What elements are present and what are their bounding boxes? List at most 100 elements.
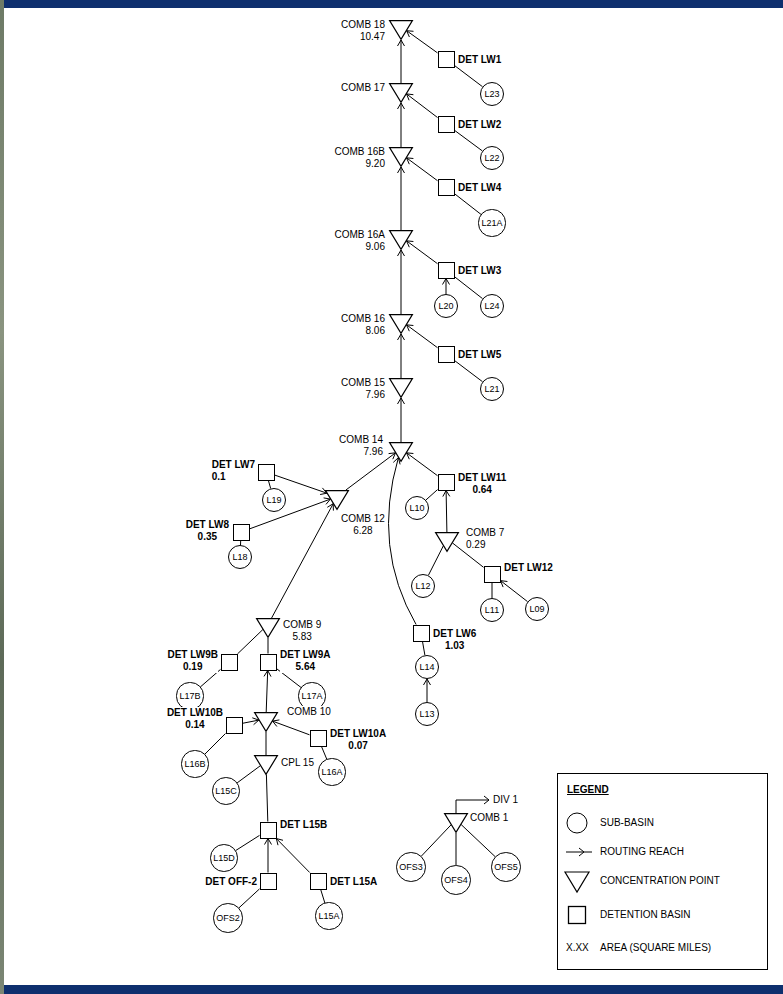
legend-text: AREA (SQUARE MILES)	[600, 942, 711, 954]
node-label-block: DET LW5	[458, 349, 501, 361]
area-value: 9.06	[334, 241, 385, 253]
area-value: 0.19	[167, 661, 218, 673]
node-label-block: DET LW2	[458, 119, 501, 131]
routing-reach	[424, 679, 431, 702]
concentration-point: COMB 1	[444, 813, 468, 833]
sub-basin-name: OFS2	[216, 913, 240, 923]
area-value: 5.64	[280, 661, 331, 673]
sub-basin: L14	[415, 655, 439, 679]
node-name: COMB 10	[287, 706, 331, 718]
node-label-block: COMB 1	[470, 812, 508, 824]
area-value: 0.64	[458, 484, 506, 496]
routing-reach	[461, 825, 495, 857]
sub-basin: L16A	[318, 758, 345, 785]
detention-basin: DET LW80.35	[233, 524, 250, 541]
sub-basin-name: L20	[438, 301, 453, 311]
routing-reach	[398, 250, 405, 314]
legend-text: CONCENTRATION POINT	[600, 875, 720, 887]
node-name: COMB 14	[339, 434, 383, 446]
node-label-block: DET OFF-2	[205, 876, 257, 888]
node-label-block: COMB 147.96	[339, 434, 383, 458]
detention-basin: DET LW2	[438, 116, 455, 133]
node-label-block: DET LW10A0.07	[330, 728, 386, 752]
legend-box	[557, 773, 768, 970]
node-name: COMB 7	[466, 527, 504, 539]
triangle-outline	[325, 490, 349, 510]
node-label-block: DET LW61.03	[433, 628, 476, 652]
triangle-shape	[255, 756, 278, 775]
node-label-block: COMB 157.96	[341, 377, 385, 401]
concentration-point: COMB 16A9.06	[389, 230, 413, 250]
triangle-outline	[389, 83, 413, 103]
node-label-block: DET LW1	[458, 54, 501, 66]
node-name: COMB 1	[470, 812, 508, 824]
area-value: 0.14	[167, 719, 223, 731]
routing-reach	[407, 453, 438, 476]
routing-reach	[455, 194, 482, 215]
area-value: 7.96	[341, 389, 385, 401]
node-label-block: COMB 70.29	[466, 527, 504, 551]
routing-reach	[455, 66, 483, 87]
node-name: DET LW7	[212, 459, 255, 471]
node-name: DET LW3	[458, 265, 501, 277]
routing-reach	[276, 839, 309, 873]
sub-basin: L15C	[212, 777, 240, 805]
sub-basin: L21	[480, 377, 504, 401]
routing-reach	[428, 546, 443, 575]
detention-basin: DET OFF-2	[260, 873, 277, 890]
routing-reach	[322, 747, 327, 760]
node-label-block: DET L15A	[330, 876, 377, 888]
routing-reach	[268, 638, 269, 654]
sub-basin-name: L16A	[321, 767, 342, 777]
routing-reach	[264, 671, 271, 713]
sub-basin: L24	[480, 294, 504, 318]
detention-basin: DET LW10B0.14	[226, 717, 243, 734]
sub-basin-name: L14	[419, 662, 434, 672]
routing-reach	[455, 361, 483, 382]
node-name: DET L15B	[280, 819, 327, 831]
sub-basin: L12	[411, 574, 435, 598]
legend-square	[569, 907, 586, 924]
area-value: 9.20	[334, 158, 385, 170]
sub-basin-name: L15D	[213, 853, 235, 863]
routing-reach	[492, 583, 493, 599]
node-name: DET LW11	[458, 472, 506, 484]
concentration-point: COMB 157.96	[389, 378, 413, 398]
node-label-block: DET LW110.64	[458, 472, 506, 496]
triangle-outline	[254, 712, 278, 732]
concentration-point: COMB 1810.47	[389, 20, 413, 40]
routing-reach	[268, 481, 270, 489]
legend-text: ROUTING REACH	[600, 846, 684, 858]
sub-basin: L23	[480, 82, 504, 106]
triangle-outline	[389, 20, 413, 40]
detention-basin: DET LW5	[438, 346, 455, 363]
legend-circle	[567, 813, 587, 833]
legend-reach	[566, 848, 592, 856]
sub-basin-name: L09	[529, 604, 544, 614]
routing-reach	[501, 581, 528, 602]
sub-basin: L10	[405, 496, 429, 520]
triangle-shape	[445, 814, 468, 833]
routing-reach	[346, 453, 396, 490]
triangle-outline	[389, 378, 413, 398]
concentration-point: COMB 16B9.20	[389, 147, 413, 167]
triangle-outline	[254, 755, 278, 775]
concentration-point: COMB 95.83	[256, 618, 280, 638]
node-name: DET LW8	[186, 519, 229, 531]
node-name: DET LW10B	[167, 707, 223, 719]
node-name: COMB 9	[283, 619, 321, 631]
routing-reach	[398, 398, 405, 442]
triangle-shape	[390, 84, 413, 103]
node-name: DET LW2	[458, 119, 501, 131]
routing-reach	[407, 325, 438, 348]
routing-reach	[236, 835, 260, 850]
concentration-point: CPL 15	[254, 755, 278, 775]
node-name: COMB 18	[341, 19, 385, 31]
detention-basin: DET LW61.03	[413, 625, 430, 642]
routing-reach	[398, 334, 405, 378]
diversion-arrow	[456, 796, 489, 813]
concentration-point: COMB 10	[254, 712, 278, 732]
concentration-point: COMB 147.96	[389, 442, 413, 462]
sub-basin: L15D	[210, 844, 238, 872]
